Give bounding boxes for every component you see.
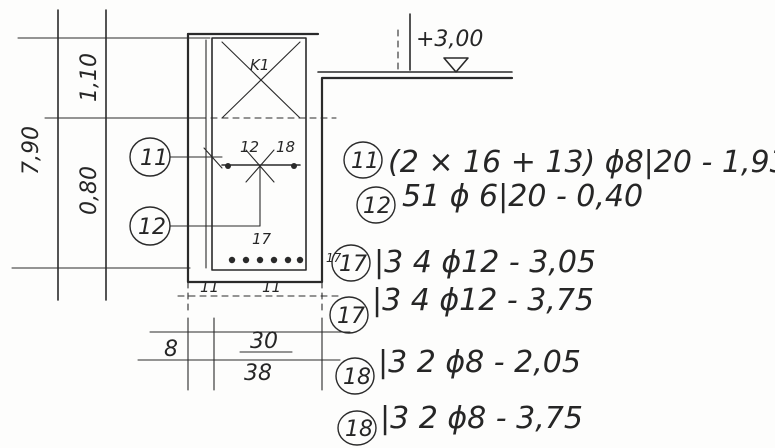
level-marker [397,13,469,73]
schedule-row: 18 |3 2 ϕ8 - 3,75 [337,401,583,446]
stirrup-right-label: 18 [276,138,295,156]
level-label: +3,00 [416,27,483,52]
width-inner-label: 30 [250,329,278,354]
schedule-mark: 11 [351,149,379,174]
schedule-text: |3 2 ϕ8 - 2,05 [378,345,581,380]
schedule-row: 17 |3 4 ϕ12 - 3,05 [331,244,596,282]
stirrup-left-label: 12 [240,138,259,156]
beam-section [177,32,514,313]
schedule-row: 18 |3 2 ϕ8 - 2,05 [335,345,581,395]
schedule-row: 11 (2 × 16 + 13) ϕ8|20 - 1,93 [343,141,775,180]
upper-height-label: 1,10 [77,53,102,102]
schedule-text: |3 4 ϕ12 - 3,05 [374,245,596,280]
side-offset-label: 8 [164,337,178,362]
schedule-text: |3 2 ϕ8 - 3,75 [380,401,583,436]
callout-12-label: 12 [138,215,166,240]
schedule-mark: 12 [363,194,391,219]
width-total-label: 38 [244,361,272,386]
bottom-dimensions [137,317,351,391]
schedule-text: |3 4 ϕ12 - 3,75 [372,283,594,318]
bottom-rebar [228,256,304,264]
lower-height-label: 0,80 [77,166,102,215]
schedule-mark: 17 [339,252,367,277]
schedule-row: 17 |3 4 ϕ12 - 3,75 [329,283,594,334]
callout-11 [129,137,223,177]
schedule-mark: 18 [345,417,373,442]
bottom-mid-label: 17 [252,230,272,248]
schedule-row: 12 51 ϕ 6|20 - 0,40 [356,179,643,224]
side-mark-label: 17 [326,251,342,265]
schedule-mark: 18 [343,365,371,390]
corner-mark-label: K1 [250,56,269,74]
outer-height-label: 7,90 [19,126,44,175]
callout-11-label: 11 [140,146,168,171]
schedule-text: (2 × 16 + 13) ϕ8|20 - 1,93 [388,145,775,180]
top-rebar [225,163,297,169]
bottom-right-label: 11 [262,278,281,296]
callout-12 [129,206,261,246]
schedule-mark: 17 [337,304,365,329]
left-dimension-lines [11,9,211,301]
bottom-left-label: 11 [200,278,219,296]
schedule-text: 51 ϕ 6|20 - 0,40 [402,179,643,214]
